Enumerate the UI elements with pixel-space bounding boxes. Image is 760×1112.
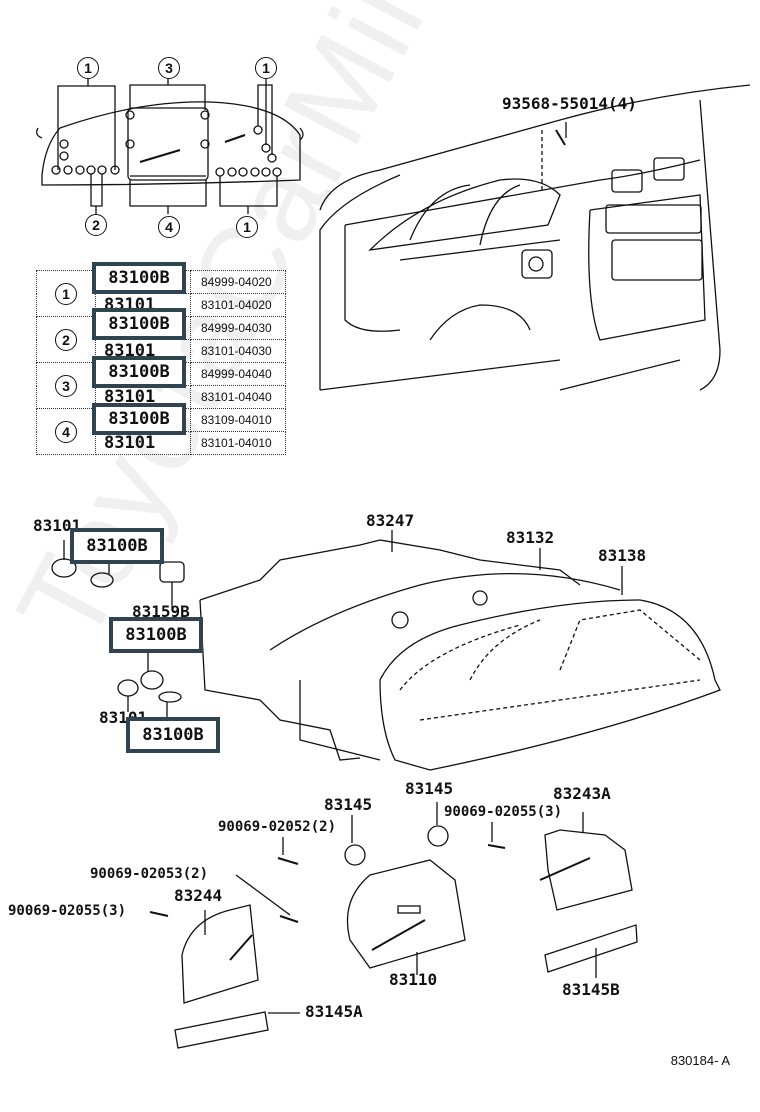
callout-1-top-right: 1 [255,57,277,79]
callout-4: 4 [158,216,180,238]
label-83243A[interactable]: 83243A [553,784,611,803]
highlight-83100B-row1[interactable]: 83100B [92,262,186,294]
label-83101-top[interactable]: 83101 [33,516,82,535]
part-ref[interactable]: 83101 [95,431,191,455]
part-number[interactable]: 83101-04010 [190,431,286,455]
lower-parts-drawing [149,802,638,1049]
label-83132[interactable]: 83132 [506,528,555,547]
cluster-assembly-drawing [199,530,721,771]
callout-2: 2 [85,214,107,236]
label-83145A[interactable]: 83145A [305,1002,363,1021]
label-83247[interactable]: 83247 [366,511,415,530]
label-83145-right[interactable]: 83145 [405,779,454,798]
label-90069-02055-left[interactable]: 90069-02055(3) [8,903,127,919]
highlight-83100B-row4[interactable]: 83100B [92,403,186,435]
table-row: 83101 83101-04010 [37,431,286,455]
highlight-83100B-bottom[interactable]: 83100B [126,717,220,753]
part-number[interactable]: 84999-04040 [190,362,286,386]
row-index: 4 [55,420,77,443]
highlight-83100B-row3[interactable]: 83100B [92,356,186,388]
index-cluster-outline [36,78,304,214]
label-83138[interactable]: 83138 [598,546,647,565]
callout-1-bottom-right: 1 [236,216,258,238]
part-number[interactable]: 84999-04020 [190,270,286,294]
label-83145-left[interactable]: 83145 [324,795,373,814]
row-index: 1 [55,282,77,305]
label-90069-02053[interactable]: 90069-02053(2) [90,866,209,882]
callout-3: 3 [158,57,180,79]
part-number[interactable]: 83101-04030 [190,339,286,363]
highlight-83100B-row2[interactable]: 83100B [92,308,186,340]
highlight-83100B-mid[interactable]: 83100B [109,617,203,653]
label-83244[interactable]: 83244 [174,886,223,905]
highlight-83100B-top[interactable]: 83100B [70,528,164,564]
label-83110[interactable]: 83110 [389,970,438,989]
part-number[interactable]: 83109-04010 [190,408,286,432]
callout-1-top-left: 1 [77,57,99,79]
label-90069-02052[interactable]: 90069-02052(2) [218,819,337,835]
label-83145B[interactable]: 83145B [562,980,620,999]
row-index: 2 [55,328,77,351]
part-number[interactable]: 83101-04020 [190,293,286,317]
part-number[interactable]: 84999-04030 [190,316,286,340]
label-90069-02055-right[interactable]: 90069-02055(3) [444,804,563,820]
label-93568-55014[interactable]: 93568-55014(4) [502,94,637,113]
label-83159B[interactable]: 83159B [132,602,190,621]
part-number[interactable]: 83101-04040 [190,385,286,409]
figure-code: 830184- A [670,1053,730,1068]
dashboard-drawing [319,84,751,391]
bulbs-sockets-drawing [51,540,185,722]
row-index: 3 [55,374,77,397]
